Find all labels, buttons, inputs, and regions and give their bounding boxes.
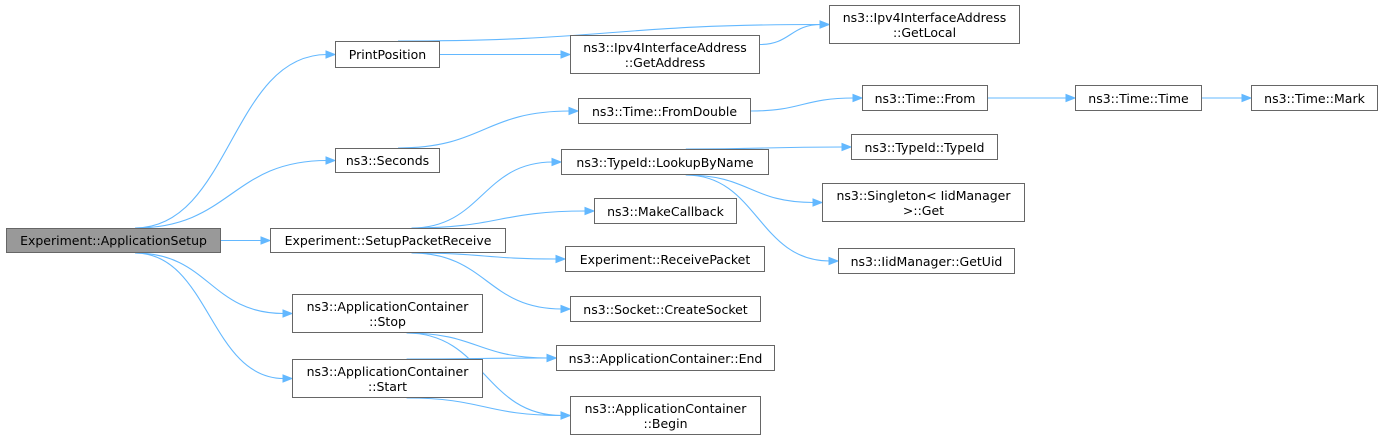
node-applicationcontainer-stop[interactable]: ns3::ApplicationContainer::Stop bbox=[292, 294, 483, 333]
arrowhead-acbegin bbox=[560, 411, 572, 420]
arrowhead-setuppr bbox=[260, 236, 272, 245]
arrowhead-getlocal bbox=[819, 20, 831, 29]
edge-root-to-acstart bbox=[134, 252, 285, 380]
node-ns3-makecallback[interactable]: ns3::MakeCallback bbox=[594, 198, 737, 224]
edge-root-to-printpos bbox=[134, 53, 328, 229]
arrowhead-singleton bbox=[812, 198, 824, 207]
arrowhead-getuid bbox=[828, 256, 840, 266]
node-typeid-typeid[interactable]: ns3::TypeId::TypeId bbox=[851, 134, 998, 160]
arrowhead-fromdouble bbox=[568, 106, 580, 116]
arrowhead-acstop bbox=[282, 309, 294, 318]
arrowhead-seconds bbox=[325, 156, 337, 165]
arrowhead-getaddr bbox=[560, 50, 572, 59]
node-typeid-lookupbyname[interactable]: ns3::TypeId::LookupByName bbox=[561, 149, 769, 175]
arrowhead-acstart bbox=[282, 374, 294, 383]
edge-setuppr-to-recvpkt bbox=[411, 252, 558, 260]
node-experiment-setuppacketreceive[interactable]: Experiment::SetupPacketReceive bbox=[270, 228, 506, 253]
arrowhead-timetime bbox=[1065, 93, 1077, 103]
edge-root-to-acstop bbox=[134, 252, 285, 315]
arrowhead-timemark bbox=[1241, 93, 1253, 103]
edge-acstop-to-acend bbox=[406, 332, 549, 359]
arrowhead-recvpkt bbox=[555, 254, 567, 264]
edge-seconds-to-fromdouble bbox=[397, 110, 571, 149]
edge-setuppr-to-makecb bbox=[411, 210, 587, 229]
node-applicationcontainer-start[interactable]: ns3::ApplicationContainer::Start bbox=[292, 359, 483, 398]
arrowhead-acend bbox=[546, 353, 558, 363]
node-ipv4interfaceaddress-getlocal[interactable]: ns3::Ipv4InterfaceAddress::GetLocal bbox=[829, 5, 1020, 44]
edge-acstart-to-acend bbox=[406, 357, 549, 360]
node-time-time[interactable]: ns3::Time::Time bbox=[1075, 85, 1202, 111]
node-printposition[interactable]: PrintPosition bbox=[335, 41, 440, 68]
edge-getaddr-to-getlocal bbox=[759, 23, 822, 46]
node-ipv4interfaceaddress-getaddress[interactable]: ns3::Ipv4InterfaceAddress::GetAddress bbox=[570, 35, 760, 74]
node-ns3-seconds[interactable]: ns3::Seconds bbox=[335, 148, 440, 173]
edge-root-to-seconds bbox=[134, 159, 328, 229]
node-iidmanager-getuid[interactable]: ns3::IidManager::GetUid bbox=[838, 248, 1015, 274]
arrowhead-timefrom bbox=[852, 93, 864, 103]
arrowhead-makecb bbox=[584, 206, 596, 216]
arrowhead-createsock bbox=[560, 304, 572, 314]
node-time-fromdouble[interactable]: ns3::Time::FromDouble bbox=[578, 98, 751, 124]
edge-setuppr-to-lookup bbox=[411, 161, 554, 229]
edge-lookup-to-getuid bbox=[685, 174, 831, 262]
node-experiment-applicationsetup: Experiment::ApplicationSetup bbox=[6, 228, 221, 253]
node-singleton-iidmanager-get[interactable]: ns3::Singleton< IidManager>::Get bbox=[822, 183, 1025, 222]
node-time-mark[interactable]: ns3::Time::Mark bbox=[1251, 85, 1378, 111]
edge-fromdouble-to-timefrom bbox=[750, 97, 855, 112]
node-time-from[interactable]: ns3::Time::From bbox=[862, 85, 988, 111]
node-socket-createsocket[interactable]: ns3::Socket::CreateSocket bbox=[570, 296, 761, 322]
node-applicationcontainer-begin[interactable]: ns3::ApplicationContainer::Begin bbox=[570, 396, 761, 435]
arrowhead-printpos bbox=[325, 50, 337, 59]
edge-lookup-to-typeid bbox=[685, 146, 844, 150]
node-experiment-receivepacket[interactable]: Experiment::ReceivePacket bbox=[565, 246, 765, 272]
arrowhead-typeid bbox=[841, 142, 853, 152]
edge-acstart-to-acbegin bbox=[406, 397, 563, 417]
arrowhead-lookup bbox=[551, 157, 563, 167]
edge-setuppr-to-createsock bbox=[411, 252, 563, 310]
edge-acstop-to-acbegin bbox=[406, 332, 563, 417]
edge-lookup-to-singleton bbox=[685, 174, 815, 204]
node-applicationcontainer-end[interactable]: ns3::ApplicationContainer::End bbox=[556, 345, 775, 371]
edge-printpos-to-getlocal bbox=[397, 23, 822, 42]
